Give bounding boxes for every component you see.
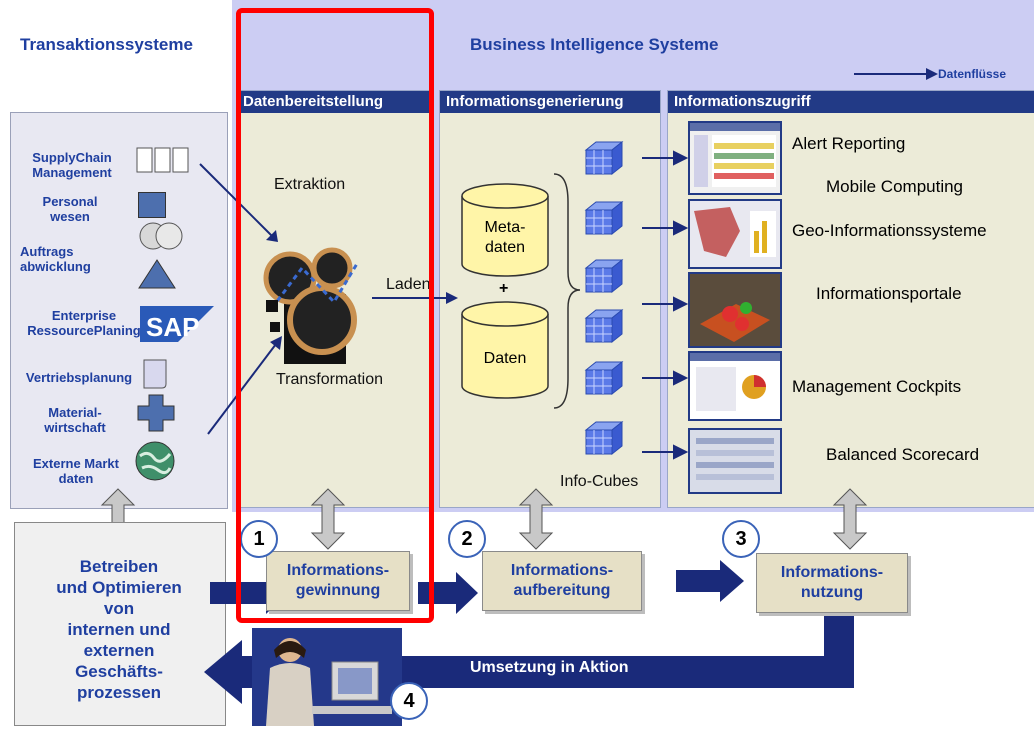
data-flow-legend-label: Datenflüsse — [938, 67, 1007, 81]
source-orders-label: Auftrags abwicklung — [20, 244, 91, 274]
plus-sign: + — [499, 280, 509, 297]
load-label: Laden — [386, 276, 431, 293]
output-management-cockpits: Management Cockpits — [792, 377, 962, 396]
overlapping-circles-icon — [137, 221, 187, 256]
info-cube-icon — [584, 360, 624, 396]
step-1-number: 1 — [240, 520, 278, 558]
source-external-market-label: Externe Markt daten — [33, 456, 119, 486]
curly-brace — [553, 173, 581, 409]
step-3-information-usage: Informations- nutzung — [756, 553, 908, 613]
arrow-sources-to-transformation — [207, 336, 282, 435]
metadata-cylinder — [460, 182, 550, 283]
info-cube-icon — [584, 258, 624, 294]
transformation-label: Transformation — [276, 371, 383, 388]
information-portals-thumbnail — [688, 272, 782, 348]
step-1-label: Informations- gewinnung — [286, 562, 390, 599]
step-2-information-preparation: Informations- aufbereitung — [482, 551, 642, 611]
svg-text:SAP: SAP — [146, 312, 199, 342]
step-4-number: 4 — [390, 682, 428, 720]
info-cube-icon — [584, 140, 624, 176]
globe-icon — [134, 440, 176, 487]
source-sales-planning-label: Vertriebsplanung — [25, 370, 133, 385]
bidirectional-arrow-generation — [516, 487, 556, 556]
info-cubes-label: Info-Cubes — [560, 473, 639, 490]
data-label: Daten — [483, 350, 527, 367]
gears-icon — [262, 238, 372, 373]
step-2-label: Informations- aufbereitung — [510, 562, 614, 599]
operate-processes-label: Betreiben und Optimieren von internen un… — [56, 557, 182, 702]
alert-reporting-thumbnail — [688, 121, 782, 195]
highlight-frame — [236, 8, 434, 623]
output-balanced-scorecard: Balanced Scorecard — [826, 445, 980, 464]
management-cockpits-thumbnail — [688, 351, 782, 421]
source-personnel-label: Personal wesen — [42, 194, 98, 224]
process-arrow-3 — [676, 560, 744, 602]
cube-output-arrows — [642, 150, 689, 460]
output-information-portals: Informationsportale — [816, 284, 962, 303]
bidirectional-arrow-provisioning — [308, 487, 348, 556]
extraction-label: Extraktion — [274, 176, 346, 193]
metadata-label: Meta- daten — [484, 219, 526, 256]
person-at-computer-image — [252, 628, 402, 726]
action-label: Umsetzung in Aktion — [470, 659, 629, 676]
output-mobile-computing: Mobile Computing — [826, 177, 964, 196]
transaction-systems-title: Transaktionssysteme — [20, 35, 193, 54]
bi-systems-title: Business Intelligence Systeme — [470, 35, 719, 54]
balanced-scorecard-thumbnail — [688, 428, 782, 494]
column-generation-header: Informationsgenerierung — [440, 91, 660, 113]
step-2-number: 2 — [448, 520, 486, 558]
supply-chain-icon — [136, 147, 190, 178]
cross-icon — [136, 393, 176, 438]
square-icon — [138, 192, 166, 218]
source-supply-chain-label: SupplyChain Management — [32, 150, 112, 180]
source-materials-label: Material- wirtschaft — [44, 405, 106, 435]
data-flow-legend-arrow — [854, 68, 938, 80]
info-cube-icon — [584, 308, 624, 344]
geo-information-thumbnail — [688, 199, 782, 269]
step-3-label: Informations- nutzung — [780, 564, 884, 601]
source-erp-label: Enterprise RessourcePlaning — [27, 308, 141, 338]
output-geo-information: Geo-Informationssysteme — [792, 221, 987, 240]
info-cube-icon — [584, 420, 624, 456]
document-icon — [142, 358, 168, 395]
step-3-number: 3 — [722, 520, 760, 558]
step-1-information-gathering: Informations- gewinnung — [266, 551, 410, 611]
triangle-icon — [137, 258, 177, 295]
data-cylinder — [460, 300, 550, 405]
load-arrow — [372, 292, 458, 304]
column-access-header: Informationszugriff — [668, 91, 1034, 113]
output-alert-reporting: Alert Reporting — [792, 134, 906, 153]
operate-processes-box — [14, 522, 226, 726]
info-cube-icon — [584, 200, 624, 236]
sap-logo: SAP — [138, 304, 218, 349]
column-provisioning-header: Datenbereitstellung — [237, 91, 433, 113]
bidirectional-arrow-access — [830, 487, 870, 556]
